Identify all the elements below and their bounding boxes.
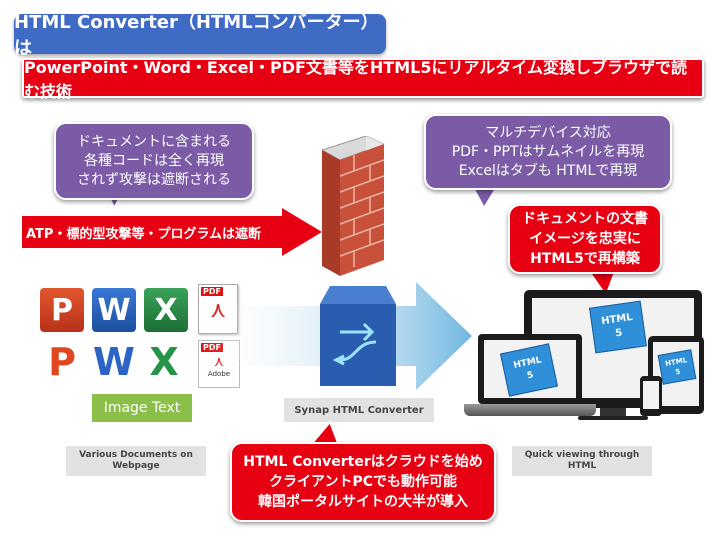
converter-label: Synap HTML Converter (284, 398, 434, 422)
attack-arrow (22, 208, 322, 256)
left-label: Various Documents on Webpage (66, 446, 206, 476)
bubble-right-red-line1: ドキュメントの文書 (522, 211, 648, 227)
bubble-right-red-line2: イメージを忠実に (529, 231, 641, 247)
powerpoint-tile-icon: P (40, 288, 84, 332)
bubble-left: ドキュメントに含まれる 各種コードは全く再現 されず攻撃は遮断される (54, 122, 254, 200)
bubble-right-red-line3: HTML5で再構築 (530, 251, 640, 267)
left-label-text: Various Documents on Webpage (79, 450, 193, 471)
pdf-doc-tag: PDF (201, 287, 223, 296)
excel-tile-icon: X (144, 288, 188, 332)
banner: PowerPoint・Word・Excel・PDF文書等をHTML5にリアルタイ… (22, 58, 704, 101)
puzzle-monitor-icon: HTML 5 (589, 300, 647, 354)
title-text: HTML Converter（HTMLコンバーター）は (14, 12, 379, 59)
word-icon: W (93, 340, 135, 384)
bubble-left-line1: ドキュメントに含まれる (77, 133, 231, 150)
bottom-bubble-line3: 韓国ポータルサイトの大半が導入 (258, 494, 468, 510)
excel-icon: X (149, 340, 179, 384)
bottom-bubble: HTML Converterはクラウドを始め クライアントPCでも動作可能 韓国… (230, 442, 496, 522)
bubble-right-red: ドキュメントの文書 イメージを忠実に HTML5で再構築 (508, 204, 662, 274)
bubble-left-line2: 各種コードは全く再現 (84, 152, 224, 169)
converter-label-text: Synap HTML Converter (294, 404, 424, 416)
bubble-top-right-line1: マルチデバイス対応 (485, 124, 611, 141)
converter-icon (320, 286, 396, 386)
bubble-top-right-line2: PDF・PPTはサムネイルを再現 (451, 143, 645, 160)
image-text-label-text: Image Text (103, 400, 181, 416)
bubble-top-right-line3: Excelはタブも HTMLで再現 (458, 162, 638, 179)
powerpoint-tile-letter: P (51, 292, 73, 328)
powerpoint-icon: P (48, 340, 76, 384)
phone-icon (640, 376, 662, 416)
monitor-stand-icon (600, 408, 626, 418)
puzzle-tablet-icon: HTML 5 (657, 349, 697, 385)
right-label-text: Quick viewing through HTML (524, 450, 640, 471)
bubble-top-right: マルチデバイス対応 PDF・PPTはサムネイルを再現 Excelはタブも HTM… (424, 114, 672, 190)
word-tile-letter: W (97, 292, 131, 328)
bubble-left-line3: されず攻撃は遮断される (77, 171, 231, 188)
excel-tile-letter: X (154, 292, 178, 328)
word-tile-icon: W (92, 288, 136, 332)
laptop-base-icon (464, 404, 596, 416)
title-box: HTML Converter（HTMLコンバーター）は (14, 12, 386, 59)
attack-arrow-text: ATP・標的型攻撃等・プログラムは遮断 (26, 226, 262, 242)
right-label: Quick viewing through HTML (512, 446, 652, 476)
image-text-label: Image Text (92, 394, 192, 422)
bottom-bubble-line2: クライアントPCでも動作可能 (269, 474, 457, 490)
adobe-pdf-label: Adobe (207, 370, 231, 378)
firewall-icon (322, 136, 384, 276)
banner-text: PowerPoint・Word・Excel・PDF文書等をHTML5にリアルタイ… (24, 58, 687, 101)
monitor-base-icon (578, 416, 648, 420)
bottom-bubble-line1: HTML Converterはクラウドを始め (243, 454, 483, 470)
